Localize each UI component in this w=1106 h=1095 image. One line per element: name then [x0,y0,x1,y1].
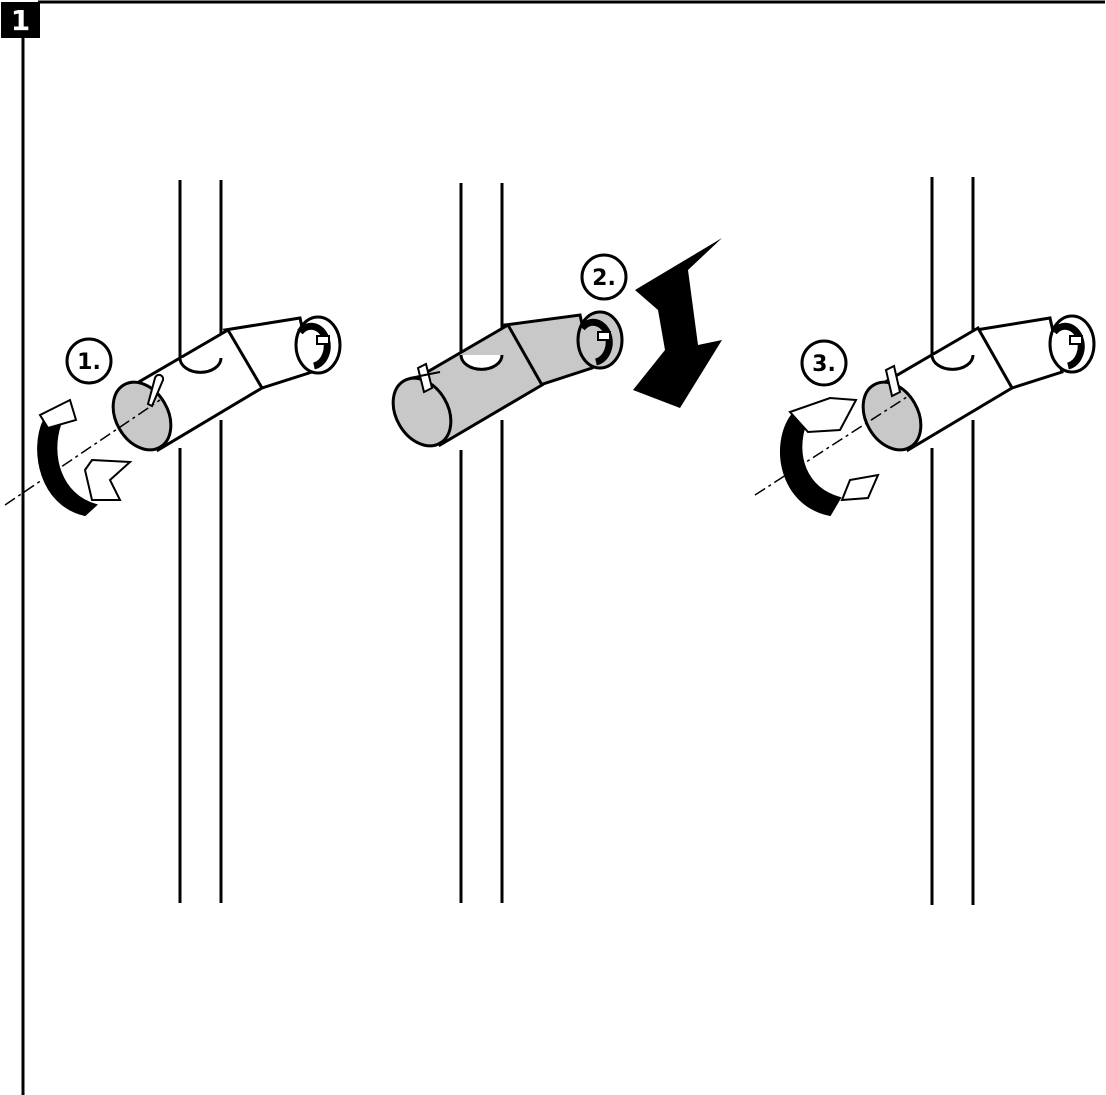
step-1-text: 1. [77,350,101,375]
holder-cup-left [222,315,342,390]
step-label-1: 1. [65,337,113,385]
step-label-2: 2. [580,253,628,301]
rail-left [178,180,223,903]
step-label-3: 3. [800,339,848,387]
figure-number-badge: 1 [1,2,40,38]
axis-line-right [754,394,911,496]
figure-border [21,0,1105,1095]
panel-step-1: 1. [4,180,342,903]
step-2-text: 2. [592,266,616,291]
slider-body-left [111,327,265,453]
holder-cup-right [973,314,1096,390]
slider-body-middle [391,322,545,448]
slide-double-arrow [633,238,722,408]
rotate-tighten-arrow [780,396,880,517]
slider-body-right [861,325,1015,453]
step-3-text: 3. [812,352,836,377]
holder-cup-middle [502,310,624,387]
panel-step-2: 2. [391,183,722,903]
panel-step-3: 3. [754,177,1096,905]
rotate-loosen-arrow [37,398,133,517]
rail-middle [459,183,504,903]
rail-right [930,177,975,905]
axis-line-left [4,399,161,506]
